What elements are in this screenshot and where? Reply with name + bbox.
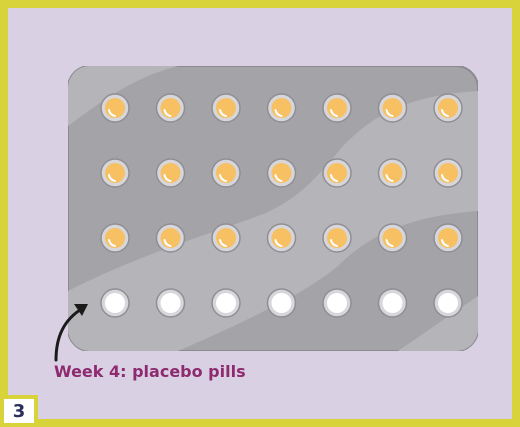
active-pill: [157, 224, 185, 252]
active-pill: [268, 94, 296, 122]
active-pill: [379, 94, 407, 122]
active-pill: [157, 159, 185, 187]
placebo-pill: [268, 289, 296, 317]
placebo-pill: [379, 289, 407, 317]
placebo-pill: [434, 289, 462, 317]
placebo-pill: [323, 289, 351, 317]
active-pill: [212, 94, 240, 122]
active-pill: [212, 224, 240, 252]
active-pill: [101, 159, 129, 187]
active-pill: [268, 224, 296, 252]
blister-pack: [68, 66, 478, 351]
active-pill: [323, 159, 351, 187]
active-pill: [101, 224, 129, 252]
panel-number-badge: 3: [0, 395, 38, 427]
active-pill: [434, 94, 462, 122]
active-pill: [379, 159, 407, 187]
placebo-pill: [212, 289, 240, 317]
active-pill: [157, 94, 185, 122]
placebo-caption: Week 4: placebo pills: [54, 362, 246, 381]
active-pill: [379, 224, 407, 252]
curved-arrow-icon: [48, 298, 98, 368]
active-pill: [212, 159, 240, 187]
placebo-pill: [157, 289, 185, 317]
placebo-pill: [101, 289, 129, 317]
active-pill: [323, 94, 351, 122]
active-pill: [434, 159, 462, 187]
active-pill: [101, 94, 129, 122]
active-pill: [268, 159, 296, 187]
active-pill: [434, 224, 462, 252]
active-pill: [323, 224, 351, 252]
